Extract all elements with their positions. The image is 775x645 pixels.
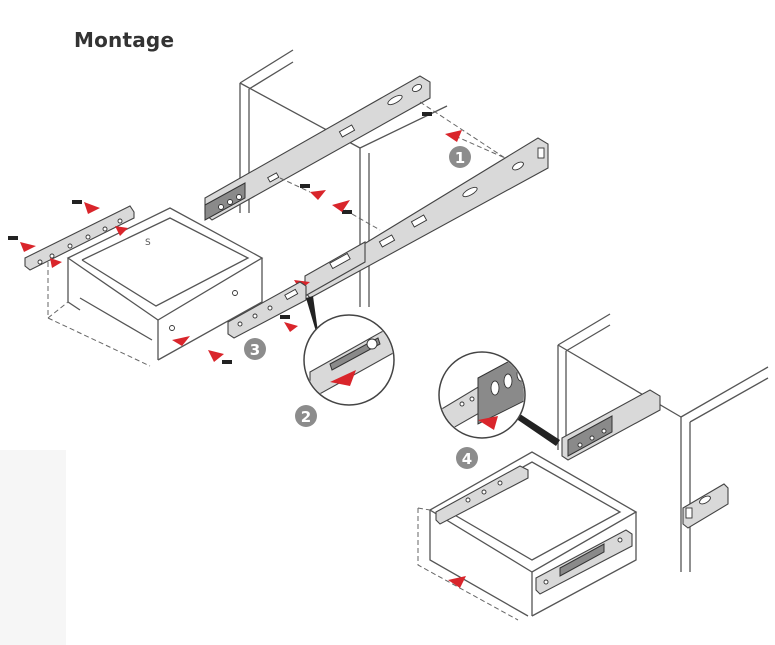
drawer-left-fasteners bbox=[8, 200, 232, 364]
guide-lines-upper bbox=[279, 101, 506, 231]
step-4-badge: 4 bbox=[456, 447, 478, 469]
svg-text:S: S bbox=[145, 238, 151, 248]
background-panel bbox=[0, 450, 66, 645]
step-2-badge: 2 bbox=[295, 405, 317, 427]
step-4-label: 4 bbox=[462, 450, 472, 468]
page-title: Montage bbox=[74, 28, 175, 52]
drawer-rail-mounted-left bbox=[227, 281, 307, 339]
cabinet-rail-front bbox=[304, 137, 549, 299]
step-1-badge: 1 bbox=[449, 146, 471, 168]
detail-callout-4 bbox=[438, 351, 560, 446]
step-1-label: 1 bbox=[455, 149, 465, 167]
step-2-label: 2 bbox=[301, 408, 311, 426]
lower-cabinet-rail bbox=[561, 389, 661, 461]
step-3-badge: 3 bbox=[244, 338, 266, 360]
upper-cabinet bbox=[239, 49, 448, 307]
lower-cabinet-rail-right bbox=[682, 483, 729, 529]
drawer-left: S bbox=[47, 207, 264, 367]
cabinet-rail-back bbox=[204, 75, 431, 221]
step-3-label: 3 bbox=[250, 341, 260, 359]
drawer-lower-rail bbox=[435, 465, 633, 595]
detail-callout-2 bbox=[303, 296, 395, 406]
lower-cabinet bbox=[557, 313, 769, 572]
drawer-rail-left bbox=[24, 205, 135, 271]
